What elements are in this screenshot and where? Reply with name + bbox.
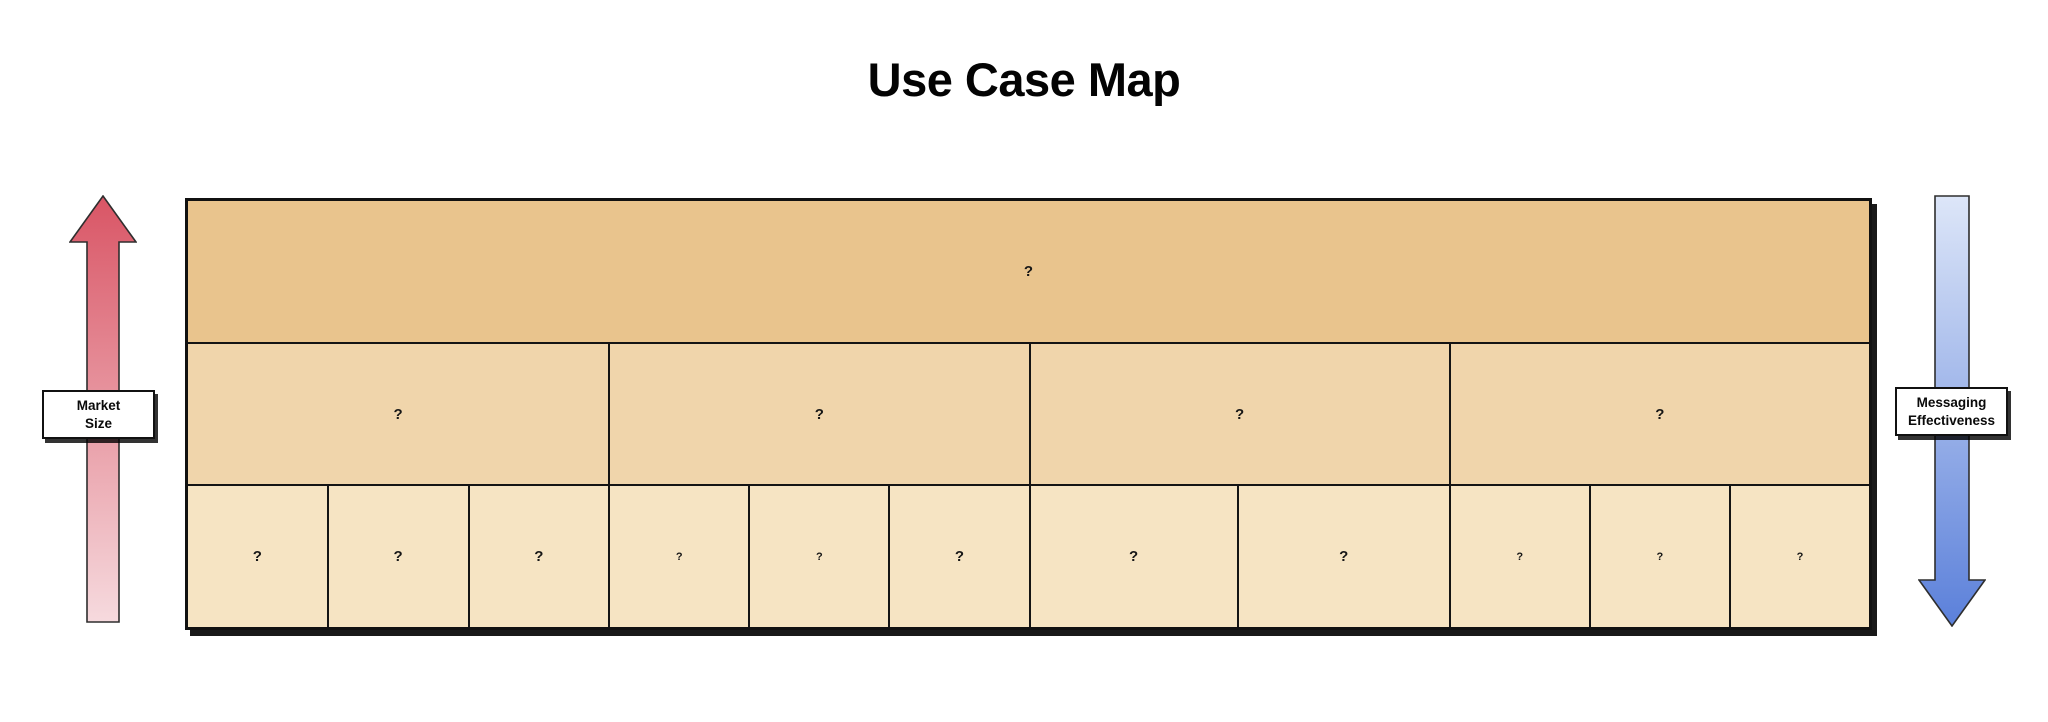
question-mark: ? [1235, 405, 1245, 423]
use-case-cell: ? [188, 486, 327, 627]
question-mark: ? [1796, 550, 1804, 563]
question-mark: ? [252, 548, 262, 566]
question-mark: ? [1655, 405, 1665, 423]
question-mark: ? [816, 550, 823, 563]
question-mark: ? [954, 548, 965, 566]
messaging-effectiveness-label: Messaging Effectiveness [1895, 387, 2008, 436]
use-case-cell: ? [1031, 486, 1237, 627]
question-mark: ? [814, 405, 824, 423]
use-case-cell: ? [188, 344, 608, 485]
question-mark: ? [1339, 548, 1349, 566]
question-mark: ? [1023, 262, 1034, 280]
question-mark: ? [1129, 548, 1139, 566]
use-case-cell: ? [1728, 486, 1869, 628]
market-size-label-line1: Market [76, 398, 121, 414]
use-case-cell: ? [610, 486, 748, 627]
bottom-group-2: ? ? ? [608, 486, 1028, 628]
use-case-cell: ? [608, 343, 1028, 485]
question-mark: ? [1656, 550, 1664, 563]
bottom-group-1: ? ? ? [188, 486, 609, 628]
use-case-cell: ? [467, 486, 609, 628]
market-size-label-line2: Size [84, 415, 112, 431]
question-mark: ? [393, 405, 403, 423]
bottom-group-4: ? ? ? [1448, 486, 1869, 628]
use-case-cell: ? [1588, 486, 1729, 628]
question-mark: ? [675, 550, 683, 563]
use-case-cell: ? [188, 201, 1869, 342]
bottom-group-3: ? ? [1028, 486, 1449, 628]
use-case-cell: ? [1028, 343, 1449, 485]
question-mark: ? [1516, 550, 1524, 563]
grid-row-bottom: ? ? ? ? ? ? [188, 484, 1869, 628]
question-mark: ? [534, 548, 544, 566]
use-case-grid: ? ? ? ? ? ? ? [185, 198, 1872, 630]
messaging-label-line1: Messaging [1916, 395, 1987, 411]
messaging-label-line2: Effectiveness [1907, 412, 1996, 428]
use-case-cell: ? [1451, 486, 1589, 627]
page-title: Use Case Map [867, 53, 1181, 106]
use-case-cell: ? [888, 486, 1028, 628]
grid-row-top: ? [188, 201, 1869, 342]
use-case-cell: ? [326, 486, 468, 628]
use-case-cell: ? [1236, 486, 1449, 628]
question-mark: ? [393, 548, 403, 566]
market-size-label: Market Size [42, 390, 155, 439]
grid-row-middle: ? ? ? ? [188, 341, 1869, 485]
use-case-cell: ? [1448, 343, 1869, 485]
use-case-cell: ? [748, 486, 888, 628]
